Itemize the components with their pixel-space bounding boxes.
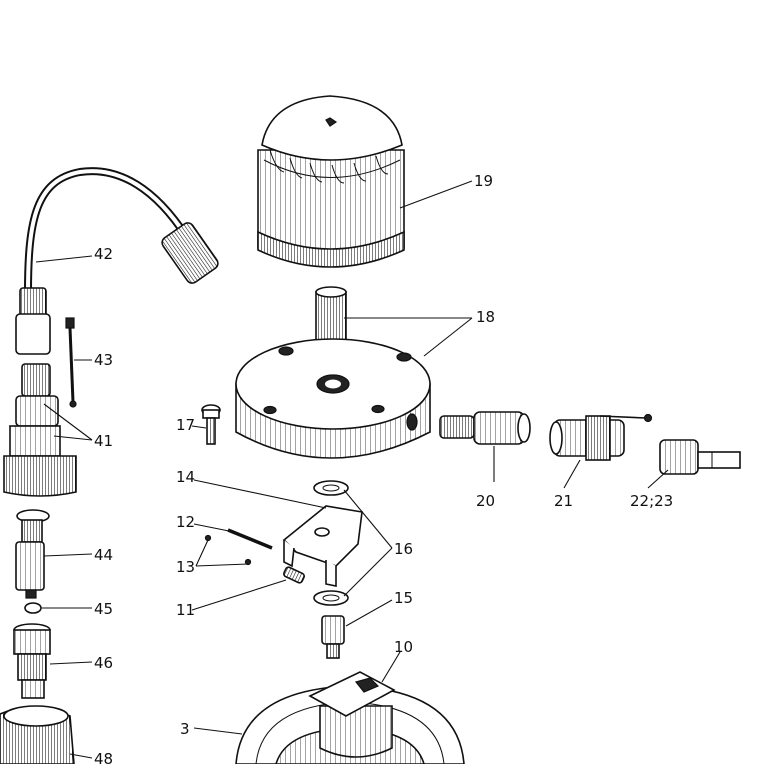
- callout-14: 14: [176, 468, 195, 486]
- part-21-tap: [549, 413, 653, 461]
- callout-16: 16: [394, 540, 413, 558]
- callout-17: 17: [176, 416, 195, 434]
- part-10-float-lid: [308, 671, 396, 758]
- callout-15: 15: [394, 589, 413, 607]
- callout-11: 11: [176, 601, 195, 619]
- part-16-washers: [313, 480, 349, 606]
- callout-12: 12: [176, 513, 195, 531]
- callout-labels: 19 18 17 20 21 22;23 14 16 12 13 11 15 1…: [94, 172, 673, 764]
- part-22-23-nut: [659, 439, 741, 475]
- part-43-rod: [65, 317, 77, 408]
- callout-48: 48: [94, 750, 113, 764]
- part-20-union: [439, 411, 531, 445]
- callout-44: 44: [94, 546, 113, 564]
- callout-10: 10: [394, 638, 413, 656]
- callout-42: 42: [94, 245, 113, 263]
- callout-46: 46: [94, 654, 113, 672]
- callout-18: 18: [476, 308, 495, 326]
- part-12-pin: [227, 528, 273, 550]
- callout-13: 13: [176, 558, 195, 576]
- callout-19: 19: [474, 172, 493, 190]
- leader-lines: [35, 180, 669, 759]
- part-15-jet: [321, 615, 345, 659]
- callout-21: 21: [554, 492, 573, 510]
- part-13-clips: [204, 534, 252, 566]
- callout-43: 43: [94, 351, 113, 369]
- part-18-filter-body: [235, 286, 431, 459]
- callout-45: 45: [94, 600, 113, 618]
- part-11-pin: [283, 566, 305, 584]
- part-45-ring: [24, 602, 42, 614]
- part-19-filter-cap: [257, 95, 405, 268]
- callout-20: 20: [476, 492, 495, 510]
- part-48-sleeve: [0, 705, 75, 764]
- part-17-screw: [201, 404, 221, 445]
- part-46-fitting: [13, 623, 51, 699]
- callout-41: 41: [94, 432, 113, 450]
- part-41-adapter: [3, 363, 77, 497]
- part-14-bracket: [282, 505, 363, 587]
- part-42-hose: [15, 167, 219, 355]
- part-44-injector: [15, 509, 50, 599]
- callout-22-23: 22;23: [630, 492, 673, 510]
- callout-3: 3: [180, 720, 190, 738]
